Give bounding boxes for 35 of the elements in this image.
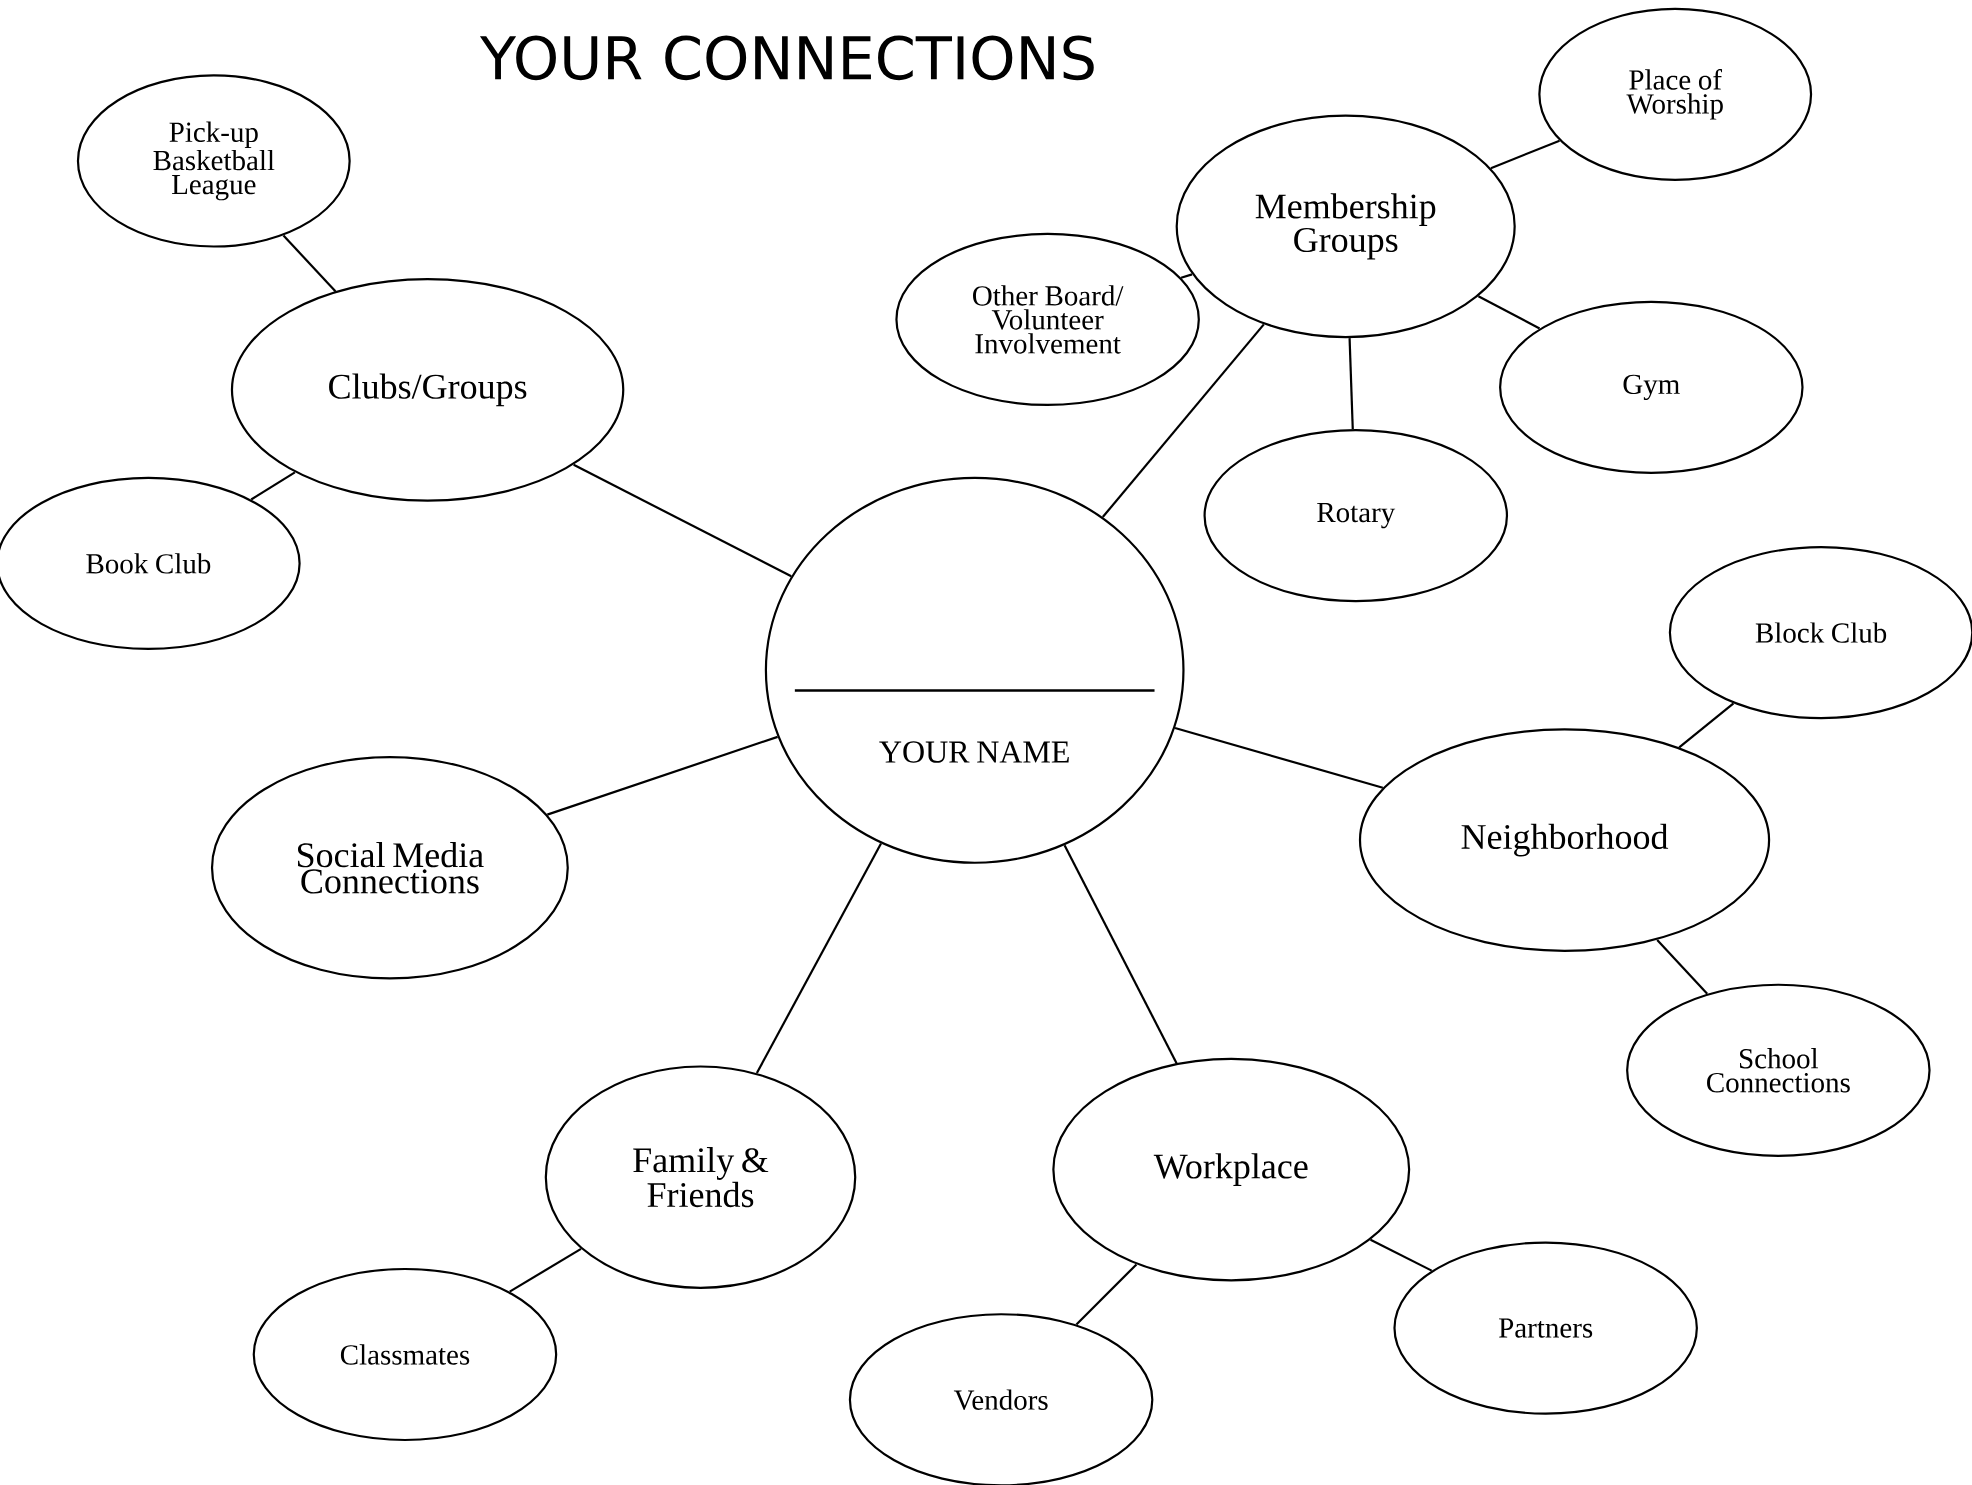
topic-bubble: Clubs/Groups bbox=[230, 278, 625, 502]
subtopic-bubble: Rotary bbox=[1203, 429, 1509, 603]
subtopic-bubble: Partners bbox=[1393, 1241, 1698, 1415]
connector-line bbox=[1348, 338, 1354, 430]
topic-bubble: Family & Friends bbox=[544, 1065, 857, 1289]
connector-line bbox=[573, 463, 792, 578]
connector-line bbox=[1063, 844, 1178, 1064]
connector-line bbox=[1490, 139, 1560, 170]
subtopic-bubble: Pick-up Basketball League bbox=[76, 74, 351, 248]
connector-line bbox=[755, 842, 882, 1074]
topic-bubble: Workplace bbox=[1052, 1057, 1411, 1282]
connector-line bbox=[1370, 1238, 1433, 1272]
connector-line bbox=[546, 735, 778, 816]
connector-line bbox=[1678, 702, 1735, 749]
topic-bubble: Neighborhood bbox=[1358, 728, 1771, 952]
connector-line bbox=[1180, 273, 1193, 279]
subtopic-bubble: Classmates bbox=[252, 1267, 558, 1442]
connector-line bbox=[282, 234, 337, 292]
subtopic-bubble: Vendors bbox=[848, 1313, 1154, 1485]
subtopic-bubble: Book Club bbox=[0, 476, 301, 651]
connector-line bbox=[1075, 1263, 1138, 1326]
title: YOUR CONNECTIONS bbox=[479, 35, 1094, 81]
connector-line bbox=[1174, 726, 1384, 789]
topic-bubble: Social Media Connections bbox=[210, 756, 569, 980]
connector-line bbox=[1477, 295, 1541, 330]
connector-line bbox=[250, 471, 296, 501]
connector-line bbox=[509, 1247, 582, 1293]
connector-line bbox=[1101, 323, 1265, 518]
topic-bubble: Membership Groups bbox=[1175, 114, 1516, 339]
subtopic-bubble: Place of Worship bbox=[1538, 7, 1813, 181]
connector-line bbox=[1656, 939, 1708, 995]
subtopic-bubble: Other Board/ Volunteer Involvement bbox=[895, 232, 1200, 407]
subtopic-bubble: School Connections bbox=[1626, 983, 1931, 1157]
subtopic-bubble: Block Club bbox=[1668, 545, 1972, 720]
subtopic-bubble: Gym bbox=[1499, 300, 1804, 474]
